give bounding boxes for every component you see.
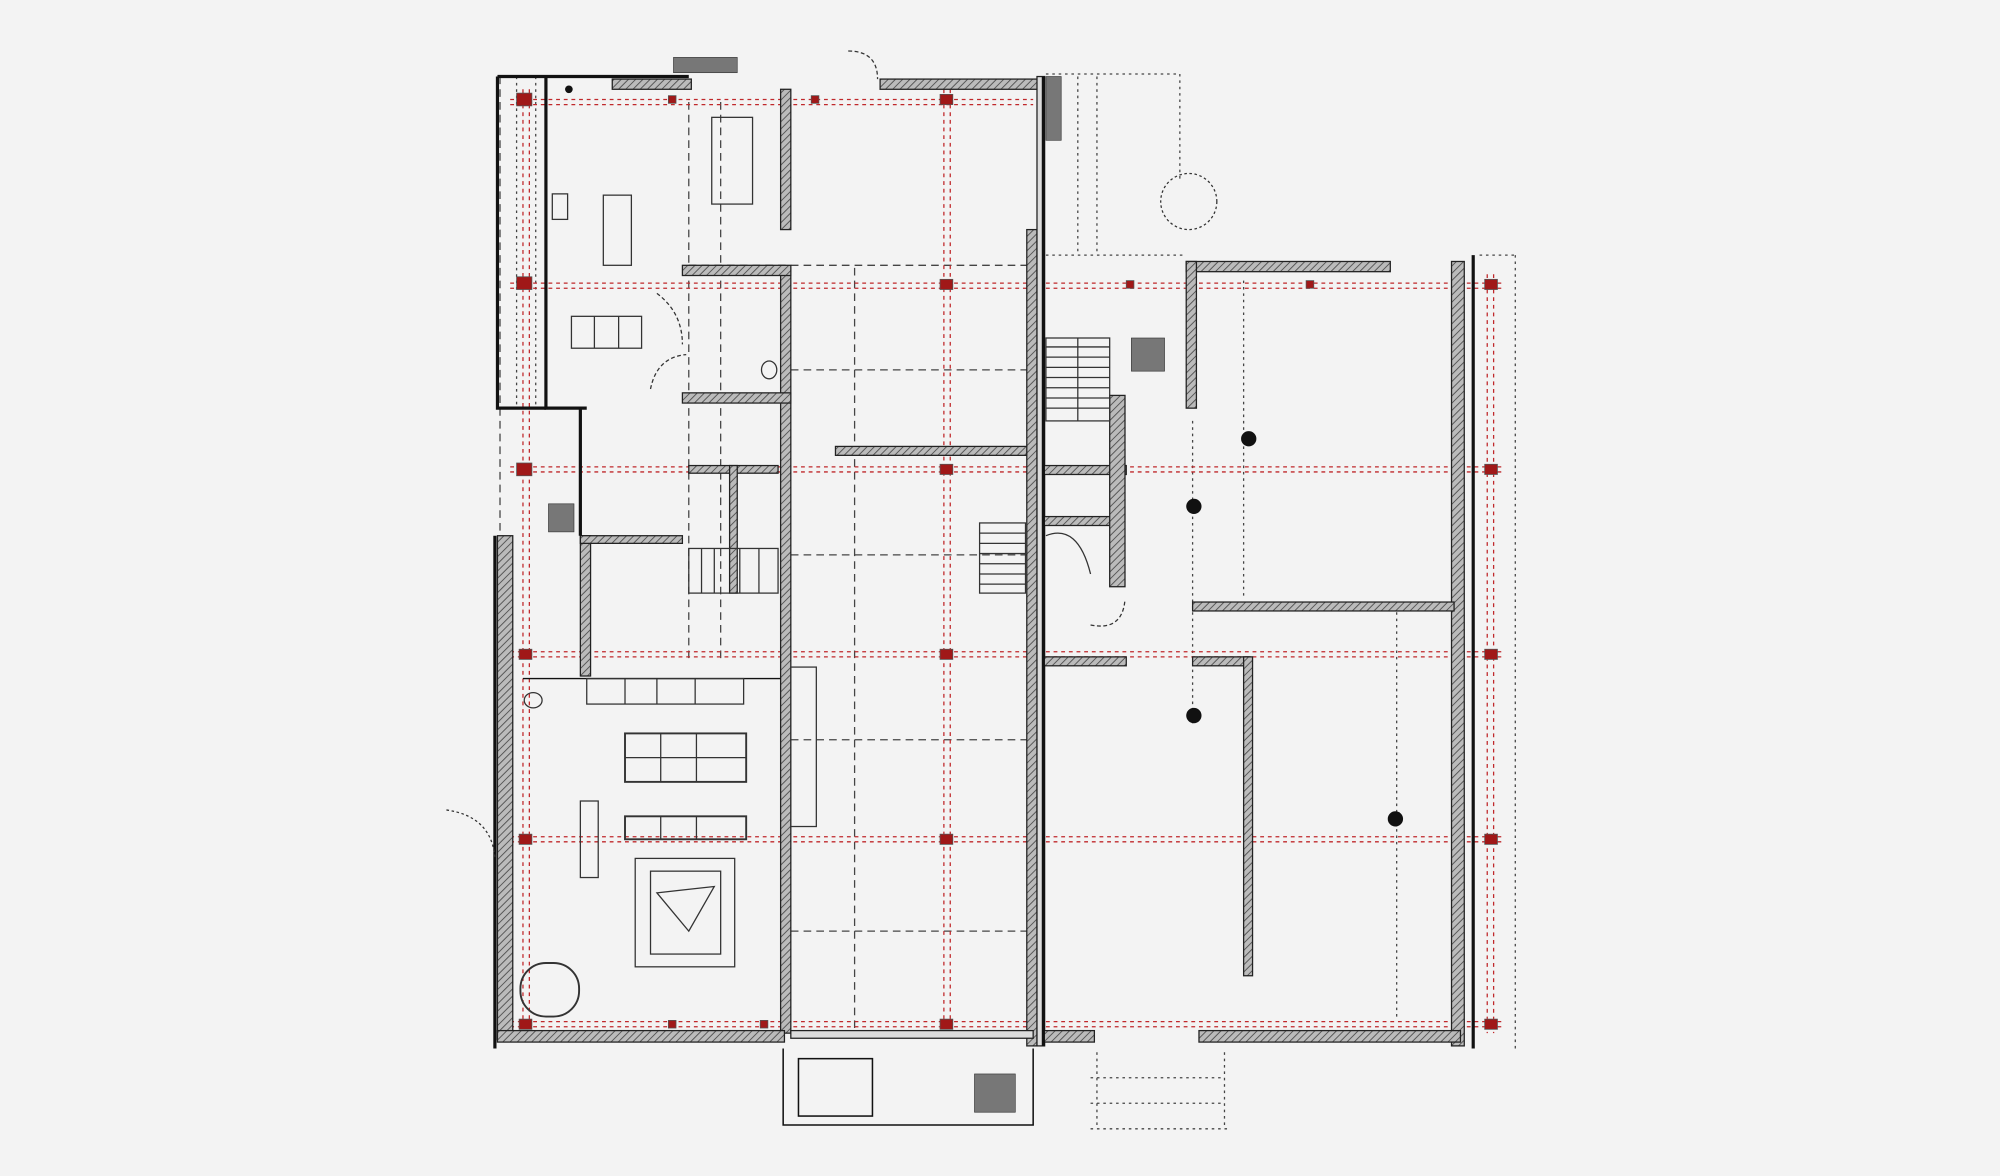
thin-walls [493, 74, 1475, 1126]
round-pillar [1387, 811, 1404, 827]
bed-icon [634, 857, 736, 968]
round-pillar [1186, 498, 1202, 515]
walls [496, 75, 1465, 1047]
furniture [446, 50, 1218, 1018]
round-pillar [1186, 707, 1202, 724]
door-swing [446, 809, 496, 858]
bathtub-icon [519, 962, 581, 1018]
toilet-icon [523, 691, 543, 709]
stair-icon [688, 337, 1111, 594]
round-pillars [565, 85, 1404, 827]
round-pillar [1241, 431, 1257, 447]
column-markers [516, 92, 1498, 1030]
kitchen-island [602, 194, 633, 266]
dining-table [711, 116, 754, 205]
vent-grilles [548, 57, 1165, 1113]
structural-grid [510, 89, 1506, 1034]
sink-icon [551, 193, 569, 221]
